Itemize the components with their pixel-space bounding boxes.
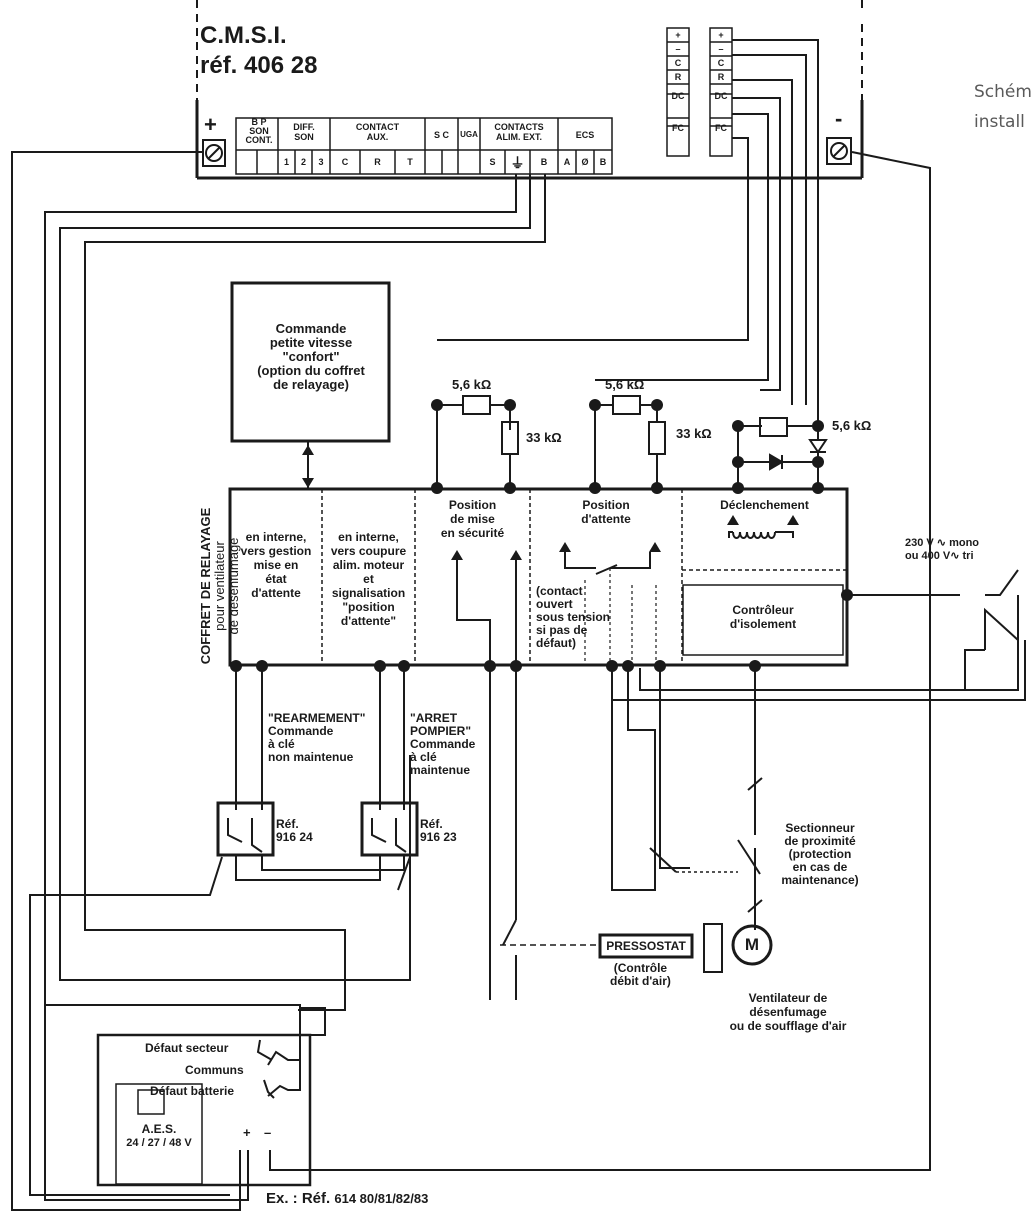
aes-minus: – bbox=[264, 1125, 272, 1140]
aes-communs: Communs bbox=[185, 1063, 244, 1077]
term-diff-label: DIFF. SON bbox=[293, 122, 315, 142]
pressostat-label: PRESSOSTAT bbox=[606, 939, 686, 953]
term-contact-r: R bbox=[374, 157, 381, 167]
cmsi-minus-label: - bbox=[835, 106, 843, 131]
term-ecs-a: A bbox=[563, 157, 571, 167]
term-ecs-label: ECS bbox=[575, 130, 595, 140]
contact-arrow bbox=[559, 542, 571, 552]
junction-dot bbox=[812, 420, 824, 432]
aes-defaut-batterie: Défaut batterie bbox=[150, 1084, 235, 1098]
side-caption-1: Schém bbox=[974, 82, 1032, 102]
stop-ref: Réf.916 23 bbox=[420, 817, 457, 844]
aes-plus: + bbox=[243, 1125, 251, 1140]
junction-dot bbox=[230, 660, 242, 672]
resistor-1-label: 5,6 kΩ bbox=[452, 377, 492, 392]
term-alim-label: CONTACTS ALIM. EXT. bbox=[494, 122, 544, 142]
term-uga-label: UGA bbox=[460, 130, 478, 139]
aes-defaut-secteur: Défaut secteur bbox=[145, 1041, 229, 1055]
resistor-4-label: 33 kΩ bbox=[676, 426, 712, 441]
junction-dot bbox=[732, 482, 744, 494]
rearm-ref: Réf.916 24 bbox=[276, 817, 313, 844]
term-contact-c: C bbox=[341, 157, 349, 167]
term-diff-3: 3 bbox=[318, 157, 324, 167]
term-alim-b: B bbox=[540, 157, 548, 167]
strip-left-labels: + – C R DC FC bbox=[671, 30, 685, 133]
junction-dot bbox=[398, 660, 410, 672]
link-arrow bbox=[302, 445, 314, 455]
junction-dot bbox=[484, 660, 496, 672]
side-caption-2: install bbox=[974, 112, 1025, 132]
junction-dot bbox=[256, 660, 268, 672]
strip-right-labels: + – C R DC FC bbox=[714, 30, 728, 133]
junction-dot bbox=[589, 399, 601, 411]
junction-dot bbox=[431, 399, 443, 411]
cmsi-plus-label: + bbox=[204, 112, 217, 137]
junction-dot bbox=[504, 482, 516, 494]
junction-dot bbox=[374, 660, 386, 672]
junction-dot bbox=[651, 399, 663, 411]
junction-dot bbox=[812, 456, 824, 468]
junction-dot bbox=[606, 660, 618, 672]
junction-dot bbox=[504, 399, 516, 411]
contact-arrow bbox=[649, 542, 661, 552]
junction-dot bbox=[622, 660, 634, 672]
example-reference: Ex. : Réf. 614 80/81/82/83 bbox=[266, 1190, 429, 1207]
term-diff-1: 1 bbox=[283, 157, 289, 167]
term-sc-label: S C bbox=[433, 130, 449, 140]
term-ecs-o: Ø bbox=[581, 157, 589, 167]
junction-dot bbox=[732, 420, 744, 432]
junction-dot bbox=[431, 482, 443, 494]
motor-symbol: M bbox=[744, 935, 760, 954]
contact-arrow bbox=[787, 515, 799, 525]
resistor-5-label: 5,6 kΩ bbox=[832, 418, 872, 433]
junction-dot bbox=[589, 482, 601, 494]
term-ecs-b: B bbox=[599, 157, 607, 167]
term-diff-2: 2 bbox=[300, 157, 306, 167]
term-contact-label: CONTACT AUX. bbox=[355, 122, 400, 142]
contact-arrow bbox=[510, 550, 522, 560]
junction-dot bbox=[510, 660, 522, 672]
contact-arrow bbox=[727, 515, 739, 525]
term-alim-s: S bbox=[489, 157, 496, 167]
product-reference: réf. 406 28 bbox=[200, 52, 318, 79]
product-title: C.M.S.I. bbox=[200, 22, 287, 49]
term-bp-label: B P SON CONT. bbox=[245, 117, 273, 145]
junction-dot bbox=[654, 660, 666, 672]
term-contact-t: T bbox=[407, 157, 413, 167]
term-alim-ground: ⏚ bbox=[510, 155, 525, 171]
junction-dot bbox=[812, 482, 824, 494]
resistor-2-label: 33 kΩ bbox=[526, 430, 562, 445]
junction-dot bbox=[732, 456, 744, 468]
relay-col-5: Déclenchement bbox=[720, 498, 809, 512]
junction-dot bbox=[841, 589, 853, 601]
aes-voltage: 24 / 27 / 48 V bbox=[126, 1137, 192, 1149]
contact-arrow bbox=[451, 550, 463, 560]
aes-name: A.E.S. bbox=[141, 1122, 177, 1136]
junction-dot bbox=[749, 660, 761, 672]
junction-dot bbox=[651, 482, 663, 494]
resistor-3-label: 5,6 kΩ bbox=[605, 377, 645, 392]
link-arrow bbox=[302, 478, 314, 488]
